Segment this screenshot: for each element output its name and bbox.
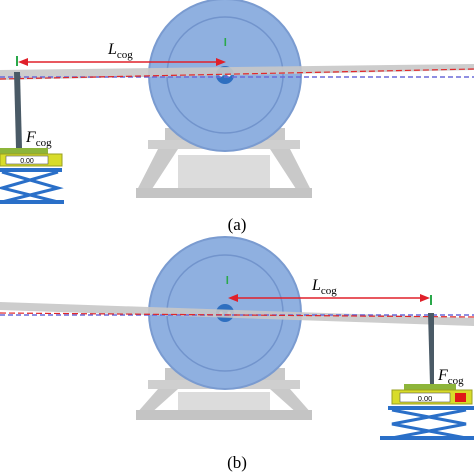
stand-web-b [178, 392, 270, 410]
length-symbol-a: L [107, 41, 117, 58]
scissor-jack-a [0, 168, 64, 204]
panel-a: Lcog Fcog 0.00 (a) [0, 0, 474, 234]
scale-reading-a: 0.00 [20, 158, 34, 165]
jack-top-b [388, 406, 474, 410]
lcog-arrow-b [228, 294, 430, 302]
cog-marker-b [226, 276, 229, 284]
scale-indicator-b [455, 393, 466, 402]
scale-display-b [399, 392, 451, 403]
stand-base-b [136, 410, 312, 420]
force-symbol-a: F [25, 129, 36, 146]
jack-arm-b1 [391, 408, 467, 440]
jack-base-a [0, 200, 64, 204]
force-label-a: Fcog [25, 129, 52, 149]
scale-top-a [0, 148, 48, 154]
dashed-line-red-a [0, 68, 474, 80]
jack-top-a [0, 168, 62, 172]
stand-leg-left-a [136, 149, 178, 192]
stand-base-a [136, 188, 312, 198]
scissor-jack-b [380, 406, 474, 440]
length-symbol-b: L [311, 277, 321, 294]
stand-leg-right-a [270, 149, 312, 192]
scale-reading-b: 0.00 [418, 394, 433, 403]
cog-marker-a [224, 38, 227, 46]
jack-arm-a1 [1, 170, 64, 204]
lcog-arrow-a [18, 58, 226, 66]
force-symbol-b: F [437, 367, 448, 384]
force-subscript-a: cog [36, 137, 52, 149]
stand-web-a [178, 155, 270, 188]
lcog-arrowhead-left-b [228, 294, 238, 302]
rod-a [14, 72, 22, 148]
lcog-arrowhead-right-a [216, 58, 226, 66]
scale-a: 0.00 [0, 148, 63, 167]
lcog-arrowhead-right-b [420, 294, 430, 302]
length-label-b: Lcog [311, 277, 337, 297]
stand-leg-left-b [136, 389, 178, 414]
lcog-arrowhead-left-a [18, 58, 28, 66]
caption-a: (a) [228, 215, 247, 234]
rod-b [428, 313, 434, 384]
caption-b: (b) [227, 453, 247, 472]
jack-base-b [380, 436, 474, 440]
length-label-a: Lcog [107, 41, 133, 61]
beam-b [0, 302, 474, 326]
panel-b: Lcog Fcog 0.00 (b) [0, 236, 474, 472]
stand-leg-right-b [270, 389, 312, 414]
rod-marker-b [430, 295, 432, 305]
scale-display-a [5, 155, 49, 165]
rod-marker-a [16, 56, 18, 66]
length-subscript-a: cog [117, 49, 133, 61]
jack-arm-a2 [0, 170, 59, 204]
jack-arm-b2 [391, 408, 467, 440]
scale-top-b [404, 384, 456, 390]
scale-b: 0.00 [391, 384, 473, 405]
dashed-line-red-b [0, 312, 474, 318]
length-subscript-b: cog [321, 285, 337, 297]
